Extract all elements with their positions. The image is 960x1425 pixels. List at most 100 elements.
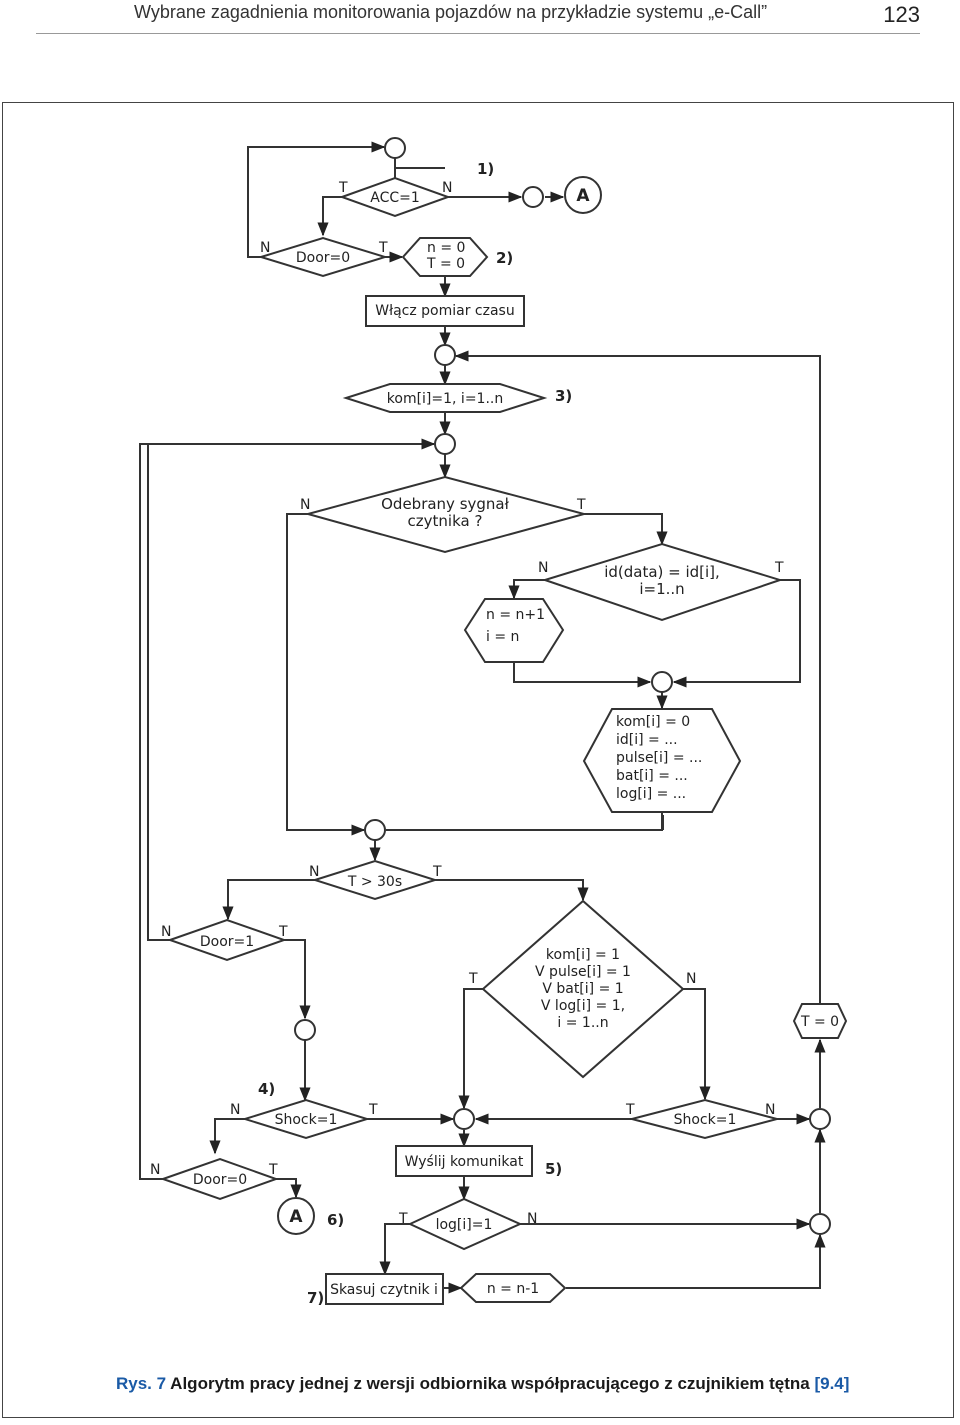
caption-label: Rys. 7 <box>116 1374 167 1393</box>
step-3: 3) <box>555 387 572 405</box>
decision-log <box>407 1197 523 1251</box>
junction-after-timer <box>434 344 456 366</box>
line-t30-n <box>222 879 315 921</box>
process-t-reset <box>792 1003 848 1039</box>
init-label-2: T = 0 <box>426 256 465 272</box>
line-t30-t <box>435 879 589 902</box>
line-inc-down <box>513 662 652 688</box>
junction-right-shock <box>809 1108 831 1130</box>
connector-a-bottom-label: A <box>289 1207 303 1227</box>
door0-bottom-label: Door=0 <box>193 1172 247 1188</box>
step-7: 7) <box>307 1289 324 1307</box>
branch-log-t: T <box>398 1211 408 1227</box>
process-timer <box>365 295 525 327</box>
line-acc-t <box>317 196 342 237</box>
line-store-down <box>386 812 663 831</box>
step-2: 2) <box>496 249 513 267</box>
junction-after-id <box>651 671 673 693</box>
connector-a-top-label: A <box>576 186 590 206</box>
store-label-3: pulse[i] = ... <box>616 750 702 766</box>
branch-door0-bottom-t: T <box>268 1162 278 1178</box>
junction-right-log <box>809 1213 831 1235</box>
line-shockl-n <box>209 1118 245 1155</box>
junction-top <box>384 137 406 159</box>
store-label-2: id[i] = ... <box>616 732 678 748</box>
step-1: 1) <box>477 160 494 178</box>
branch-cond-n: N <box>686 971 696 987</box>
line-door0-n <box>247 141 386 258</box>
dec-label: n = n-1 <box>487 1281 539 1297</box>
line-signal-t <box>584 513 668 546</box>
cond-label-1: kom[i] = 1 <box>546 947 620 963</box>
branch-door1-t: T <box>278 924 288 940</box>
acc-label: ACC=1 <box>370 190 420 206</box>
header-rule <box>36 33 920 34</box>
decision-cond <box>481 899 685 1079</box>
decision-acc <box>339 176 451 218</box>
cond-label-3: V bat[i] = 1 <box>542 981 623 997</box>
step-5: 5) <box>545 1160 562 1178</box>
branch-door0-top-t: T <box>378 240 388 256</box>
store-label-1: kom[i] = 0 <box>616 714 690 730</box>
branch-door1-n: N <box>161 924 171 940</box>
connector-a-bottom <box>277 1197 315 1235</box>
id-label-1: id(data) = id[i], <box>604 563 720 581</box>
decision-kom <box>342 383 548 413</box>
branch-log-n: N <box>527 1211 537 1227</box>
branch-t30-t: T <box>432 864 442 880</box>
decision-id <box>541 542 784 622</box>
decision-door0-top <box>257 236 389 278</box>
line-cond-t <box>458 988 483 1110</box>
branch-t30-n: N <box>309 864 319 880</box>
branch-cond-t: T <box>468 971 478 987</box>
inc-label-2: i = n <box>486 629 519 645</box>
line-door0b-t <box>276 1178 302 1199</box>
branch-door0-bottom-n: N <box>150 1162 160 1178</box>
junction-before-t30 <box>364 819 386 841</box>
line-id-t <box>672 579 801 688</box>
running-title: Wybrane zagadnienia monitorowania pojazd… <box>134 2 768 22</box>
kom-label: kom[i]=1, i=1..n <box>387 391 503 407</box>
t30-label: T > 30s <box>347 874 402 890</box>
branch-shock-right-t: T <box>625 1102 635 1118</box>
process-store <box>582 708 742 813</box>
log-label: log[i]=1 <box>436 1217 493 1233</box>
branch-id-t: T <box>774 560 784 576</box>
branch-door0-top-n: N <box>260 240 270 256</box>
junction-after-kom <box>434 433 456 455</box>
caption-reference: [9.4] <box>814 1374 850 1393</box>
decision-shock-right <box>628 1098 781 1140</box>
init-label-1: n = 0 <box>427 240 465 256</box>
process-delete <box>325 1273 444 1305</box>
cond-label-5: i = 1..n <box>557 1015 608 1031</box>
line-door1-t <box>284 939 311 1020</box>
decision-shock-left <box>241 1098 371 1140</box>
store-label-5: log[i] = ... <box>616 786 686 802</box>
decision-signal <box>304 475 588 554</box>
decision-t30 <box>311 859 439 901</box>
junction-before-send <box>453 1108 475 1130</box>
line-t0-up <box>454 350 821 1004</box>
caption-text: Algorytm pracy jednej z wersji odbiornik… <box>166 1374 815 1393</box>
signal-label-2: czytnika ? <box>408 512 483 530</box>
junction-before-shock-left <box>294 1019 316 1041</box>
id-label-2: i=1..n <box>639 580 684 598</box>
branch-signal-n: N <box>300 497 310 513</box>
step-6: 6) <box>327 1211 344 1229</box>
figure-frame <box>2 102 954 1418</box>
junction-to-a <box>522 186 544 208</box>
shock-right-label: Shock=1 <box>674 1112 737 1128</box>
branch-signal-t: T <box>576 497 586 513</box>
timer-label: Włącz pomiar czasu <box>375 303 514 319</box>
branch-acc-t: T <box>338 180 348 196</box>
branch-acc-n: N <box>442 180 452 196</box>
cond-label-2: V pulse[i] = 1 <box>535 964 631 980</box>
line-cond-n <box>683 988 711 1101</box>
line-log-t <box>379 1223 410 1276</box>
branch-shock-left-t: T <box>368 1102 378 1118</box>
branch-shock-left-n: N <box>230 1102 240 1118</box>
branch-shock-right-n: N <box>765 1102 775 1118</box>
door1-label: Door=1 <box>200 934 254 950</box>
process-inc <box>463 598 565 663</box>
